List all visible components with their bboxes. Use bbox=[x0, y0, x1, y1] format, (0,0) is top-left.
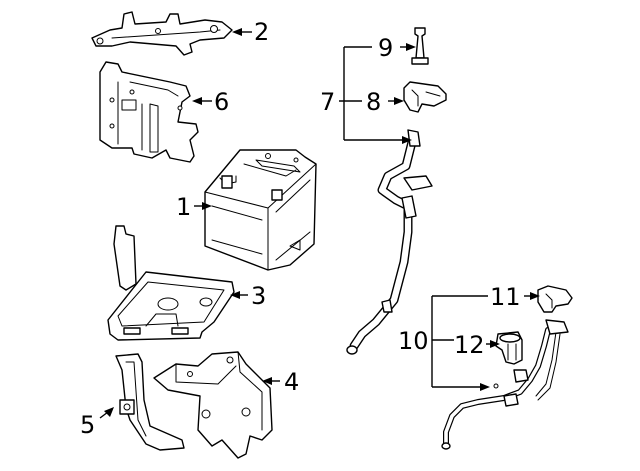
callout-3: 3 bbox=[251, 282, 266, 310]
part-7-positive-cable bbox=[346, 129, 433, 355]
callout-8: 8 bbox=[366, 88, 381, 116]
part-4-support-bracket bbox=[153, 351, 273, 459]
part-2-upper-bracket bbox=[91, 11, 233, 56]
part-8-terminal-cover bbox=[403, 81, 447, 113]
callout-12: 12 bbox=[454, 331, 485, 359]
callout-10: 10 bbox=[398, 327, 429, 355]
callout-2: 2 bbox=[254, 18, 269, 46]
part-1-battery bbox=[204, 149, 317, 271]
callout-9: 9 bbox=[378, 34, 393, 62]
part-10-negative-cable bbox=[441, 319, 569, 450]
callout-5: 5 bbox=[80, 411, 95, 439]
part-6-heat-shield bbox=[99, 61, 199, 163]
callout-11: 11 bbox=[490, 283, 521, 311]
part-9-stud-bolt bbox=[411, 27, 429, 65]
part-11-negative-terminal bbox=[537, 285, 573, 313]
callout-labels: 2 6 1 3 4 5 9 7 8 11 10 12 bbox=[80, 18, 521, 439]
callout-1: 1 bbox=[176, 193, 191, 221]
leader-lines bbox=[99, 28, 540, 419]
part-3-battery-tray bbox=[107, 225, 235, 341]
callout-7: 7 bbox=[320, 88, 335, 116]
part-5-side-bracket bbox=[115, 353, 185, 451]
callout-4: 4 bbox=[284, 368, 299, 396]
callout-6: 6 bbox=[214, 88, 229, 116]
part-12-sensor bbox=[495, 331, 523, 365]
